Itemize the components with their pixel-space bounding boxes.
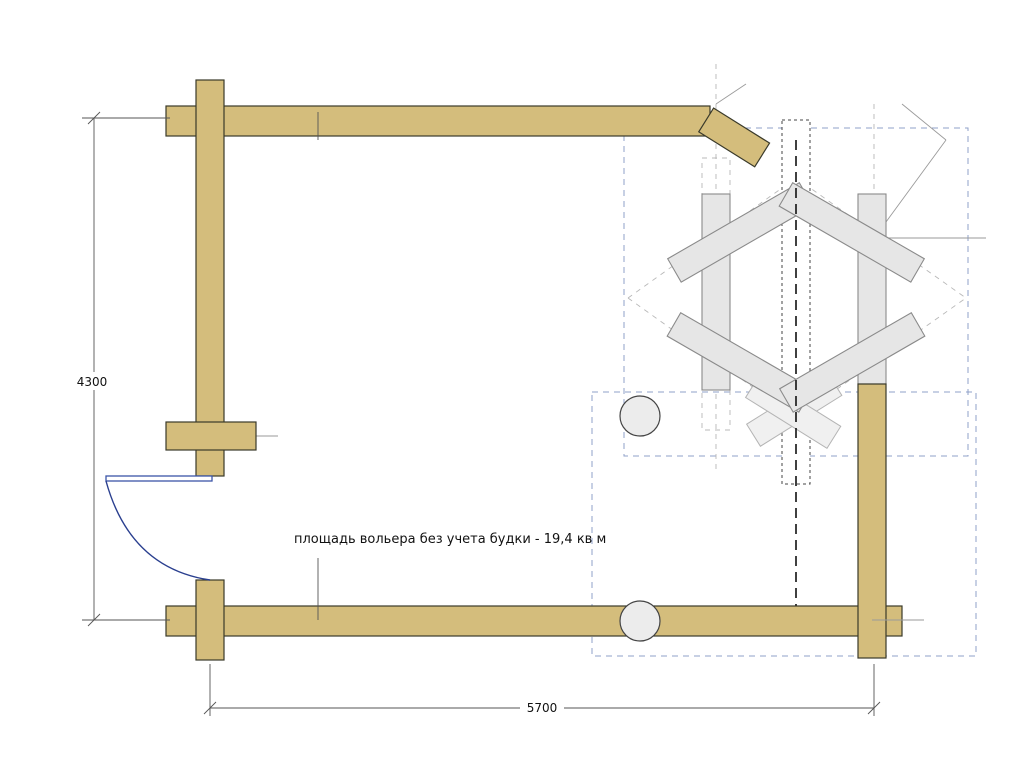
dimension-tick xyxy=(87,613,101,627)
right-wall-log xyxy=(857,383,887,659)
round-post xyxy=(619,600,661,642)
dimension-tick xyxy=(203,701,217,715)
angled-wall-log xyxy=(697,107,771,168)
left-wall-log xyxy=(195,79,225,477)
bottom-wall-log xyxy=(165,605,903,637)
height-label-background xyxy=(72,372,112,390)
door xyxy=(105,475,213,581)
dimension-height: 4300 xyxy=(72,111,170,627)
leader-line xyxy=(715,83,747,105)
left-cross-log xyxy=(165,421,257,451)
kennel-diagonal-log-upper-right xyxy=(778,181,926,283)
kennel-diagonal-log-lower-right xyxy=(778,311,926,413)
height-dimension-label: 4300 xyxy=(77,375,108,389)
round-post xyxy=(619,395,661,437)
dimension-width: 5700 xyxy=(203,664,881,716)
enclosure-walls xyxy=(165,79,924,661)
door-leaf xyxy=(105,475,213,482)
width-dimension-label: 5700 xyxy=(527,701,558,715)
dimension-tick xyxy=(867,701,881,715)
kennel-upper-outline xyxy=(623,127,969,457)
door-swing-arc xyxy=(105,480,211,581)
bottom-left-post-log xyxy=(195,579,225,661)
leader-line xyxy=(885,139,947,223)
dimension-tick xyxy=(87,111,101,125)
kennel-structure xyxy=(666,119,926,618)
area-annotation: площадь вольера без учета будки - 19,4 к… xyxy=(294,532,606,547)
width-label-background xyxy=(520,698,564,716)
leader-line xyxy=(901,103,947,141)
top-wall-log xyxy=(165,105,711,137)
